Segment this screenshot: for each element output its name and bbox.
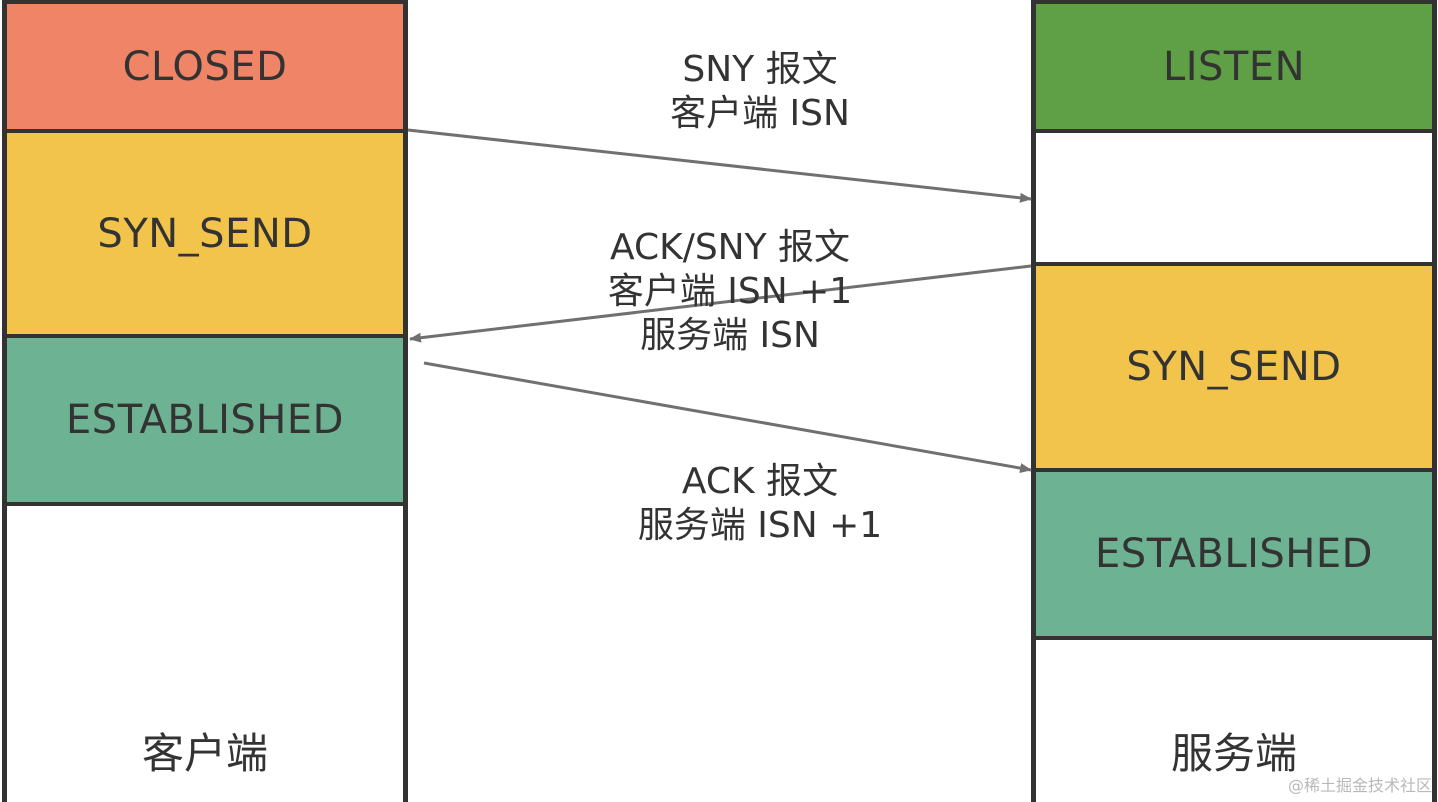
server-label: 服务端	[1170, 729, 1297, 778]
arrow-syn-ack	[409, 264, 1032, 343]
arrow-syn	[407, 128, 1032, 203]
message-ack-line: ACK 报文	[681, 461, 839, 502]
message-syn-line: SNY 报文	[682, 49, 838, 90]
watermark: @稀土掘金技术社区	[1287, 776, 1432, 795]
client-label: 客户端	[141, 729, 268, 778]
message-syn: SNY 报文 客户端 ISN	[560, 48, 960, 136]
message-syn-ack-line: 客户端 ISN +1	[607, 271, 853, 312]
server-state-established-label: ESTABLISHED	[1095, 531, 1373, 577]
server-state-listen-label: LISTEN	[1162, 43, 1306, 90]
client-state-established: ESTABLISHED	[7, 338, 403, 506]
client-state-closed-label: CLOSED	[122, 43, 288, 90]
server-state-syn-send: SYN_SEND	[1036, 266, 1432, 472]
client-state-syn-send-label: SYN_SEND	[97, 210, 313, 257]
client-state-syn-send: SYN_SEND	[7, 133, 403, 338]
server-state-syn-send-label: SYN_SEND	[1126, 344, 1342, 390]
message-syn-ack-line: 服务端 ISN	[640, 315, 820, 356]
message-syn-line: 客户端 ISN	[670, 93, 850, 134]
client-state-established-label: ESTABLISHED	[66, 397, 344, 443]
arrow-ack	[423, 361, 1032, 474]
client-state-closed: CLOSED	[7, 0, 403, 133]
client-column: CLOSED SYN_SEND ESTABLISHED 客户端	[2, 0, 408, 802]
server-column: LISTEN SYN_SEND ESTABLISHED 服务端	[1031, 0, 1437, 802]
server-state-empty	[1036, 133, 1432, 266]
message-ack: ACK 报文 服务端 ISN +1	[560, 460, 960, 548]
server-state-listen: LISTEN	[1036, 0, 1432, 133]
message-syn-ack-line: ACK/SNY 报文	[609, 227, 851, 268]
message-syn-ack: ACK/SNY 报文 客户端 ISN +1 服务端 ISN	[530, 226, 930, 358]
server-state-established: ESTABLISHED	[1036, 472, 1432, 640]
message-ack-line: 服务端 ISN +1	[637, 505, 883, 546]
